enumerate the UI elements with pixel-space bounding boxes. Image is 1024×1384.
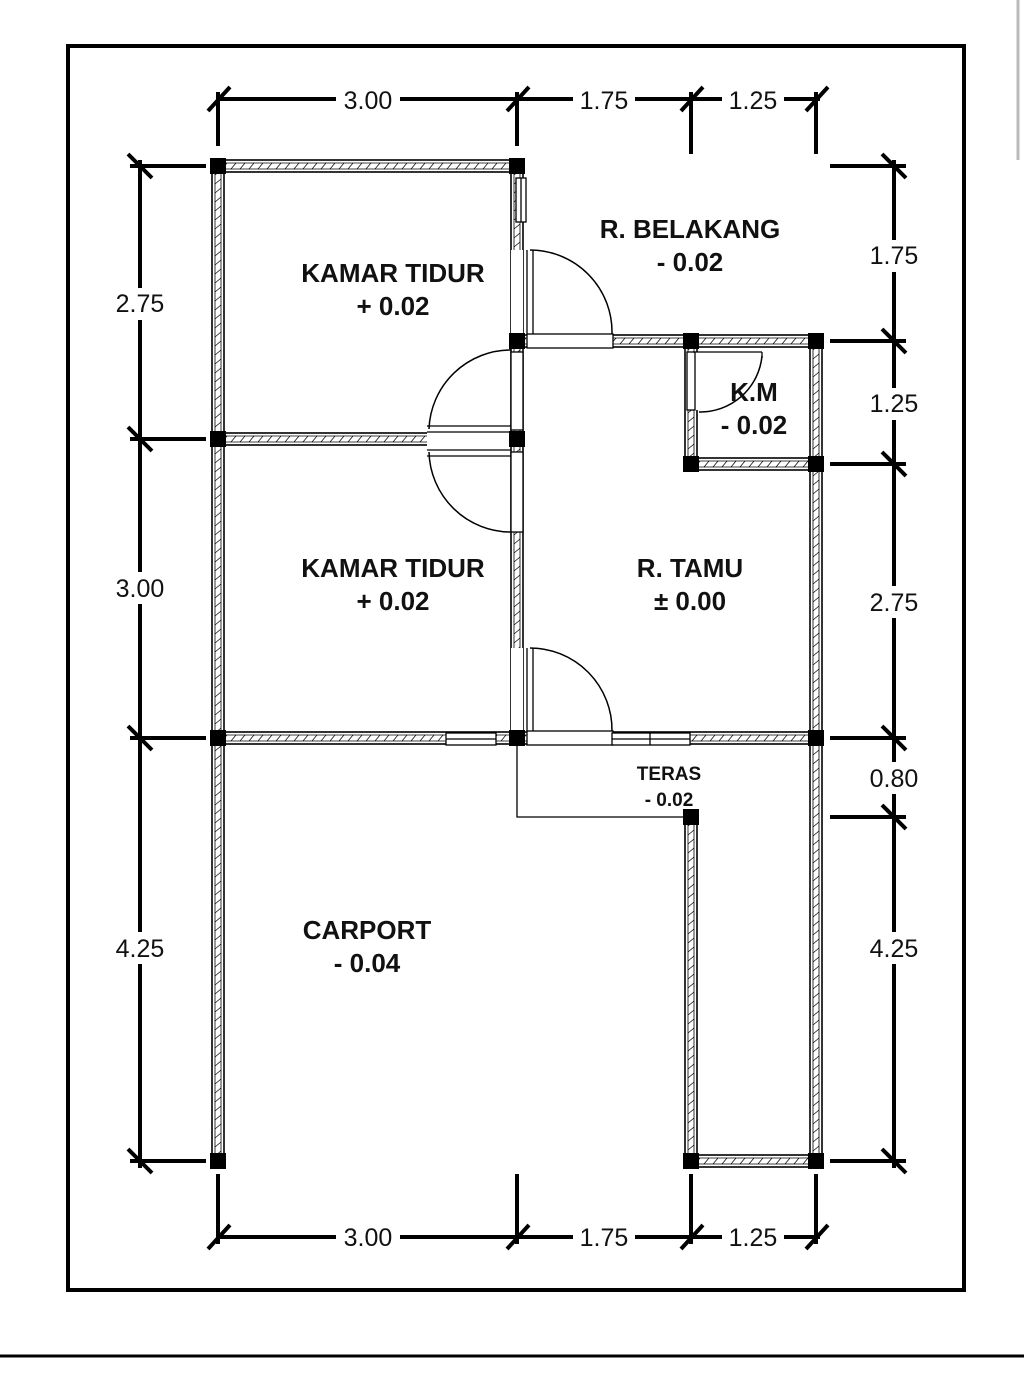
dim-bottom-3: 1.25 bbox=[729, 1224, 778, 1252]
windows bbox=[445, 177, 691, 746]
dim-bottom-2: 1.75 bbox=[580, 1224, 629, 1252]
column bbox=[210, 158, 226, 174]
door-r-tamu[interactable] bbox=[526, 647, 614, 746]
column bbox=[683, 1153, 699, 1169]
right-dimension-chain: 1.75 1.25 2.75 0.80 4.25 bbox=[830, 152, 926, 1175]
column bbox=[683, 456, 699, 472]
room-kamar-tidur-1: KAMAR TIDUR + 0.02 bbox=[301, 258, 485, 321]
room-kamar-tidur-2: KAMAR TIDUR + 0.02 bbox=[301, 553, 485, 616]
left-dimension-chain: 2.75 3.00 4.25 bbox=[108, 152, 206, 1175]
dim-right-4: 0.80 bbox=[870, 765, 919, 793]
room-label: KAMAR TIDUR bbox=[301, 553, 485, 583]
room-level: + 0.02 bbox=[356, 291, 429, 321]
column bbox=[210, 730, 226, 746]
room-km: K.M - 0.02 bbox=[721, 377, 788, 440]
room-label: KAMAR TIDUR bbox=[301, 258, 485, 288]
dim-top-2: 1.75 bbox=[580, 87, 629, 115]
column bbox=[808, 456, 824, 472]
room-level: ± 0.00 bbox=[654, 586, 726, 616]
column bbox=[509, 730, 525, 746]
room-label: CARPORT bbox=[303, 915, 432, 945]
column bbox=[808, 730, 824, 746]
wall-carport-inner bbox=[684, 816, 698, 1162]
room-teras: TERAS - 0.02 bbox=[637, 764, 701, 811]
doors bbox=[427, 249, 763, 746]
door-belakang[interactable] bbox=[526, 249, 614, 349]
columns bbox=[210, 158, 824, 1169]
column bbox=[808, 333, 824, 349]
dim-right-5: 4.25 bbox=[870, 935, 919, 963]
wall-km-bottom bbox=[690, 457, 817, 471]
dim-top-3: 1.25 bbox=[729, 87, 778, 115]
room-r-belakang: R. BELAKANG - 0.02 bbox=[600, 214, 781, 277]
teras-outline bbox=[516, 745, 691, 818]
door-openings bbox=[427, 250, 699, 745]
room-label: R. BELAKANG bbox=[600, 214, 781, 244]
wall-top bbox=[217, 159, 518, 173]
room-label: TERAS bbox=[637, 764, 701, 785]
column bbox=[210, 431, 226, 447]
room-level: - 0.02 bbox=[657, 247, 724, 277]
door-km[interactable] bbox=[686, 351, 763, 413]
column bbox=[509, 333, 525, 349]
dim-left-2: 3.00 bbox=[116, 575, 165, 603]
dim-top-1: 3.00 bbox=[344, 87, 393, 115]
dim-left-3: 4.25 bbox=[116, 935, 165, 963]
dim-right-2: 1.25 bbox=[870, 390, 919, 418]
door-kamar-tidur-1[interactable] bbox=[427, 349, 524, 433]
column bbox=[683, 333, 699, 349]
dim-right-1: 1.75 bbox=[870, 242, 919, 270]
column bbox=[808, 1153, 824, 1169]
room-level: + 0.02 bbox=[356, 586, 429, 616]
door-kamar-tidur-2[interactable] bbox=[427, 449, 524, 533]
room-r-tamu: R. TAMU ± 0.00 bbox=[637, 553, 743, 616]
wall-carport-bottom bbox=[690, 1154, 817, 1168]
wall-right bbox=[809, 340, 823, 1162]
room-label: R. TAMU bbox=[637, 553, 743, 583]
drawing-frame bbox=[66, 44, 966, 1292]
bottom-dimension-chain: 3.00 1.75 1.25 bbox=[206, 1174, 830, 1252]
dim-left-1: 2.75 bbox=[116, 290, 165, 318]
room-label: K.M bbox=[730, 377, 778, 407]
top-dimension-chain: 3.00 1.75 1.25 bbox=[206, 85, 830, 154]
room-carport: CARPORT - 0.04 bbox=[303, 915, 432, 978]
dim-bottom-1: 3.00 bbox=[344, 1224, 393, 1252]
column bbox=[210, 1153, 226, 1169]
column bbox=[509, 158, 525, 174]
column bbox=[683, 809, 699, 825]
column bbox=[509, 431, 525, 447]
room-level: - 0.02 bbox=[645, 790, 694, 811]
room-level: - 0.04 bbox=[334, 948, 401, 978]
dim-right-3: 2.75 bbox=[870, 589, 919, 617]
wall-left bbox=[211, 165, 225, 1162]
room-level: - 0.02 bbox=[721, 410, 788, 440]
